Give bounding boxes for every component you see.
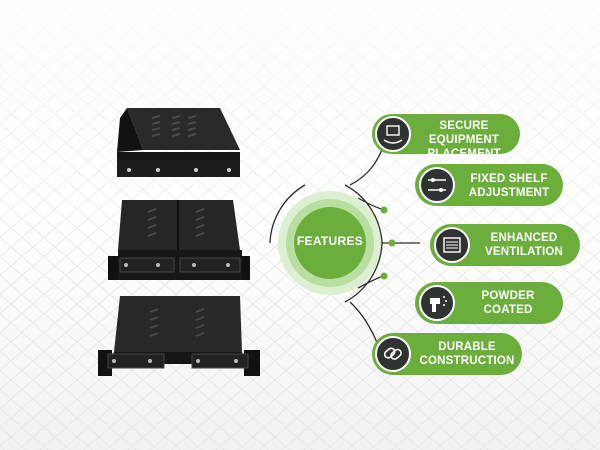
feature-pill-2 [415, 164, 563, 206]
connector-1 [349, 144, 385, 186]
connector-5 [349, 301, 379, 346]
rack-shelf-bottom [98, 296, 260, 376]
rack-shelf-middle [108, 200, 250, 280]
feature-label-1: SECURE EQUIPMENT PLACEMENT [427, 120, 501, 160]
rack-shelf-top [117, 108, 240, 177]
feature-label-2: FIXED SHELF ADJUSTMENT [468, 173, 550, 199]
feature-pill-3 [430, 224, 580, 266]
adjustment-sliders-icon [419, 167, 455, 203]
features-ring-inner [294, 207, 366, 279]
feature-pill-5 [372, 333, 522, 375]
feature-pill-4 [415, 282, 563, 324]
feature-label-4: POWDER COATED [481, 290, 535, 316]
feature-label-3: ENHANCED VENTILATION [484, 232, 563, 258]
connector-dot-2 [380, 206, 388, 214]
secure-box-hand-icon [375, 116, 411, 152]
features-title: FEATURES [296, 234, 364, 248]
feature-label-5: DURABLE CONSTRUCTION [419, 341, 515, 367]
feature-pill-1 [372, 114, 520, 154]
connector-dot-3 [388, 239, 396, 247]
connector-arc-left [269, 184, 306, 244]
connector-arc [344, 184, 383, 303]
connector-dot-4 [380, 272, 388, 280]
